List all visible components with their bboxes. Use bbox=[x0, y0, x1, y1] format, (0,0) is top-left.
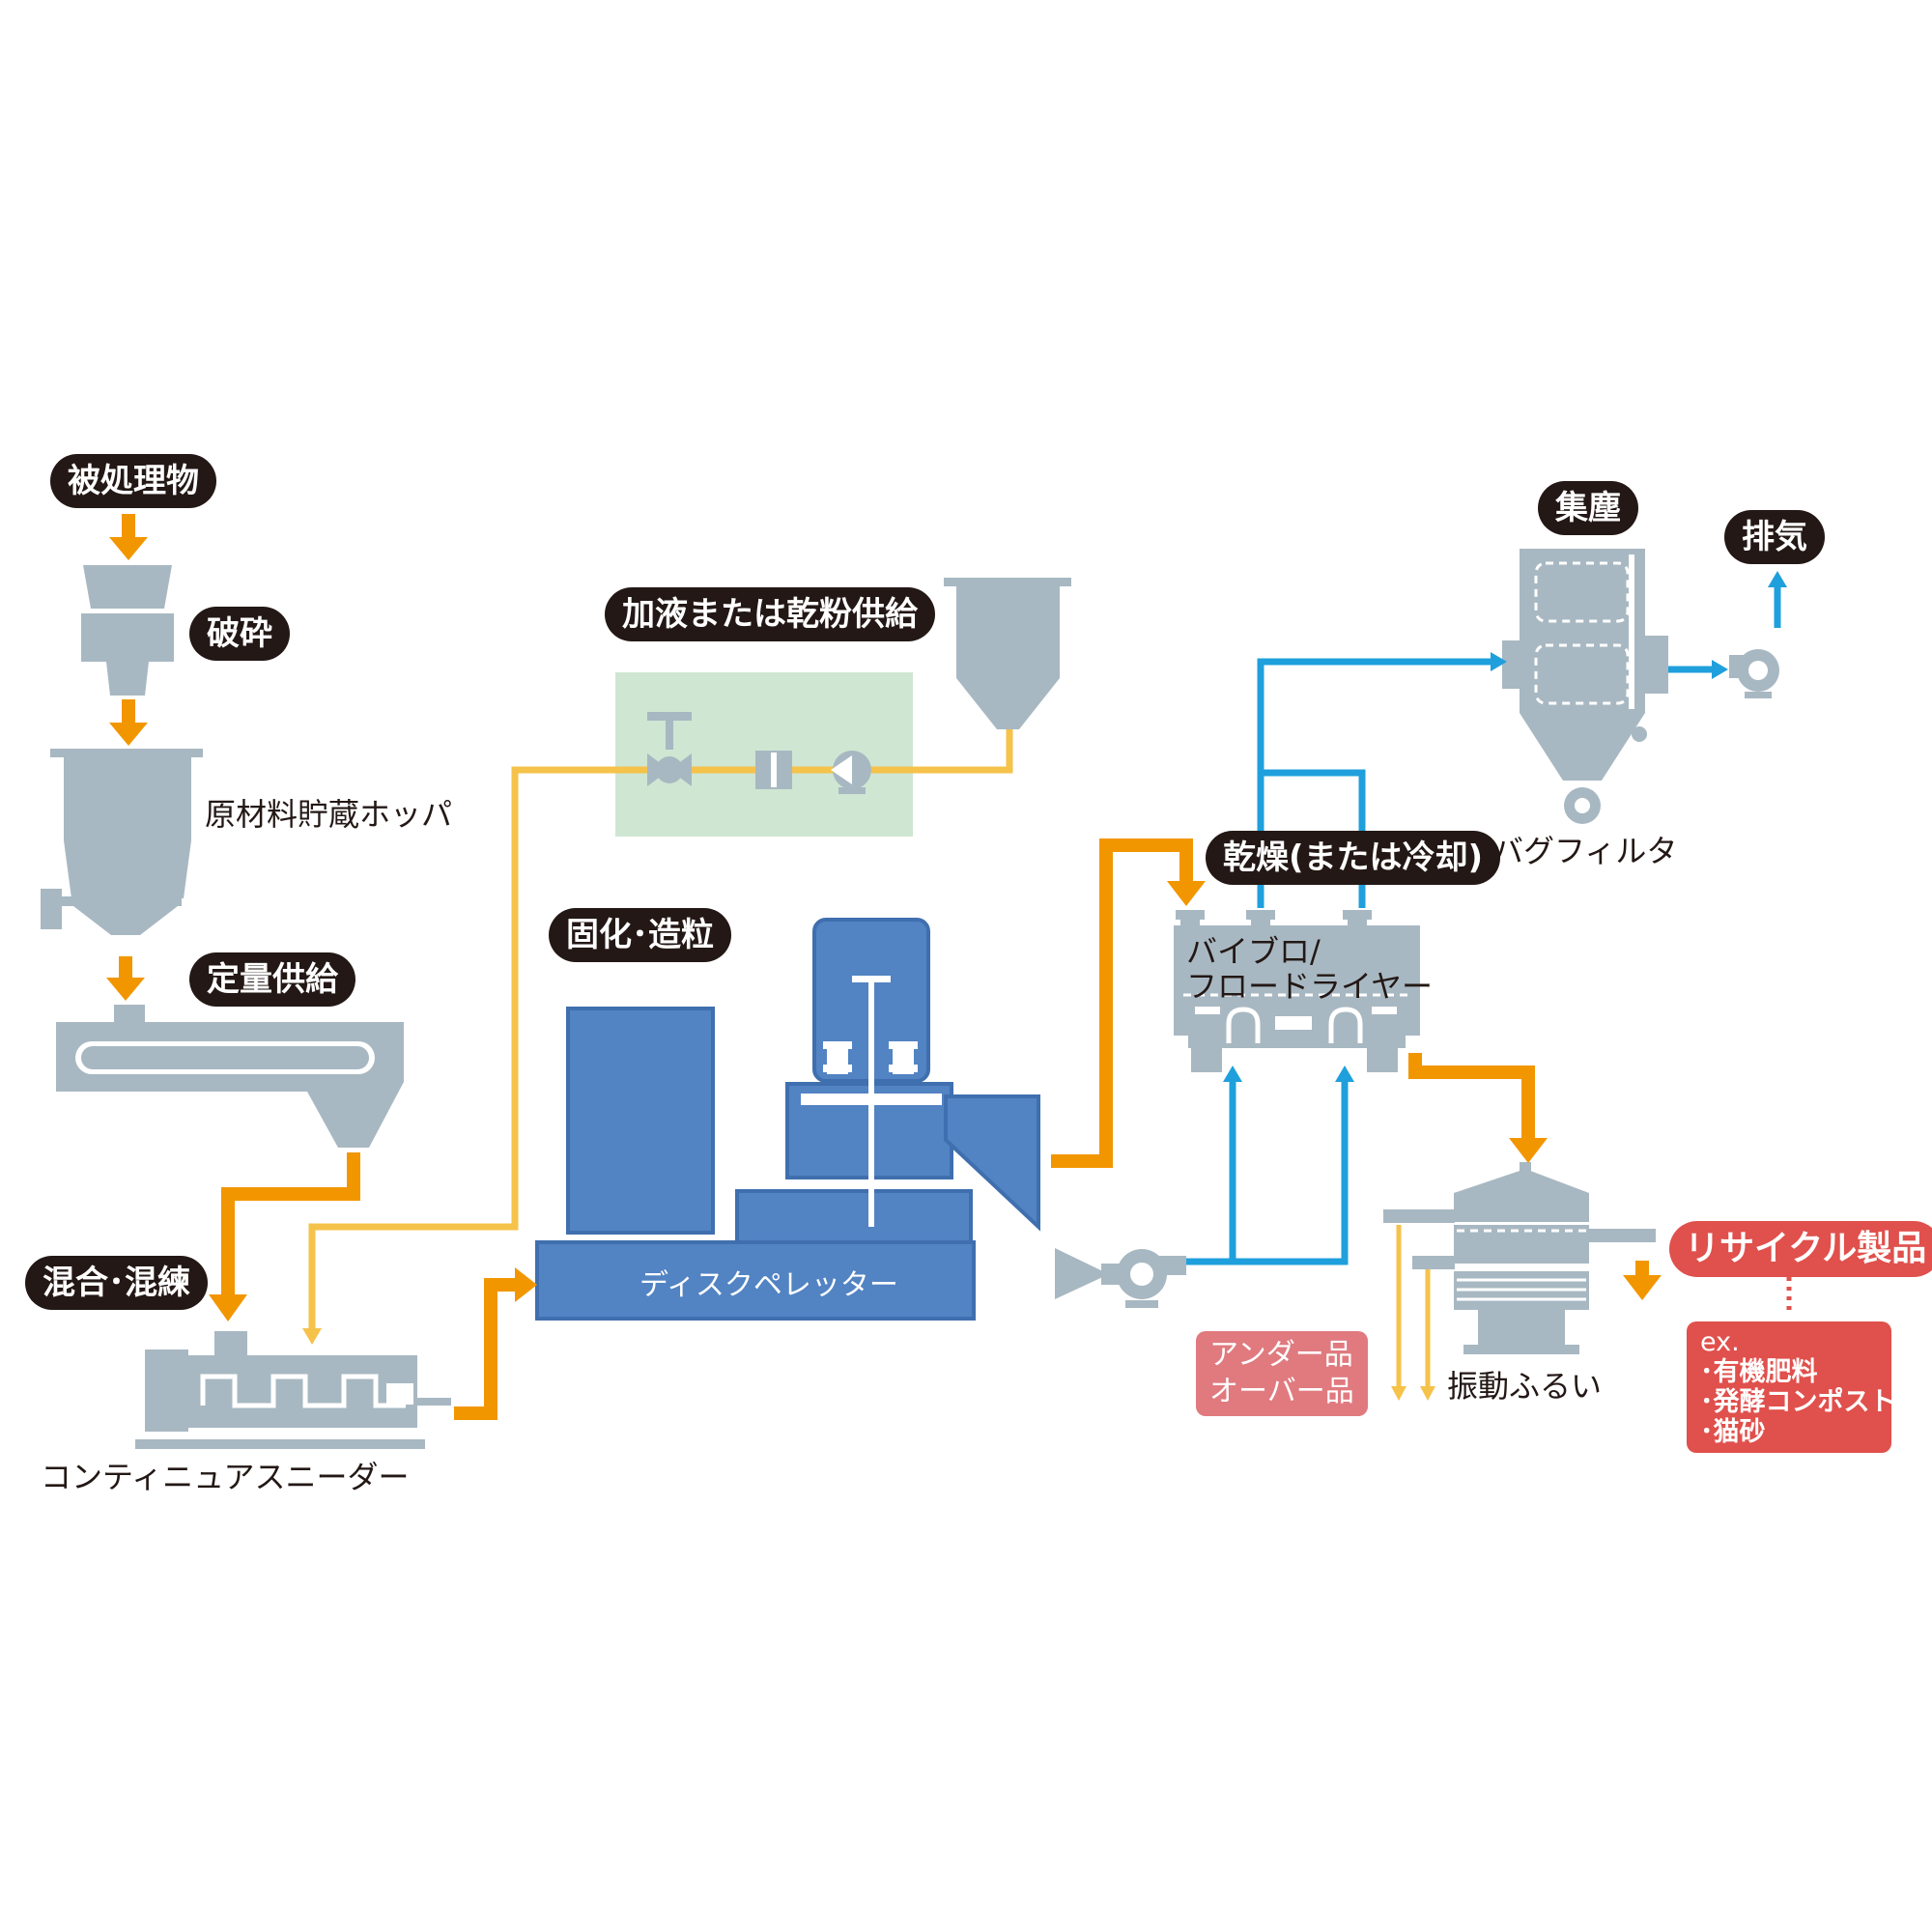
feed-line bbox=[308, 729, 1013, 1328]
flow-dryer-to-sieve bbox=[1408, 1053, 1535, 1138]
liquid-feed-hopper bbox=[944, 578, 1071, 729]
material-label: 被処理物 bbox=[50, 454, 216, 508]
dust-label: 集塵 bbox=[1538, 481, 1638, 535]
ex-item-2: ･発酵コンポスト bbox=[1700, 1387, 1896, 1417]
under-label: アンダー品 bbox=[1209, 1338, 1353, 1372]
hopper-label: 原材料貯蔵ホッパ bbox=[205, 796, 453, 833]
pelletizing-label: 固化･造粒 bbox=[549, 908, 731, 962]
bag-filter bbox=[1502, 549, 1668, 824]
valve-icon bbox=[647, 712, 692, 786]
flow-pelleter-to-dryer bbox=[1051, 838, 1193, 1168]
air-line-blower-to-dryer bbox=[1186, 1082, 1349, 1265]
drying-label: 乾燥(または冷却) bbox=[1206, 831, 1501, 885]
sieve-label: 振動ふるい bbox=[1447, 1368, 1603, 1405]
bag-filter-label: バグフィルタ bbox=[1492, 833, 1678, 869]
under-over-label: アンダー品 オーバー品 bbox=[1196, 1331, 1368, 1416]
pump-icon bbox=[831, 751, 871, 794]
dryer-label-line2: フロードライヤー bbox=[1186, 968, 1434, 1005]
flow-kneader-to-pelleter bbox=[454, 1278, 515, 1420]
recycle-examples-box: ex. ･有機肥料 ･発酵コンポスト ･猫砂 bbox=[1687, 1321, 1896, 1453]
disk-pelleter bbox=[535, 918, 1040, 1321]
disk-pelleter-label: ディスクペレッター bbox=[639, 1268, 898, 1302]
recycle-label: リサイクル製品 bbox=[1669, 1221, 1932, 1277]
feeding-label: 定量供給 bbox=[189, 952, 355, 1007]
blower-icon bbox=[1055, 1248, 1186, 1308]
mixing-label: 混合･混練 bbox=[25, 1256, 208, 1310]
liquid-feed-label: 加液または乾粉供給 bbox=[605, 587, 935, 641]
crushing-label: 破砕 bbox=[189, 607, 290, 661]
raw-material-hopper bbox=[41, 749, 203, 935]
feed-line-arrowhead bbox=[302, 1328, 322, 1345]
ex-item-3: ･猫砂 bbox=[1700, 1417, 1766, 1447]
belt-feeder bbox=[56, 1005, 404, 1148]
kneader-label: コンティニュアスニーダー bbox=[41, 1459, 410, 1495]
flow-meter-icon bbox=[755, 751, 792, 789]
air-line-to-bag-filter bbox=[1257, 658, 1491, 908]
ex-item-1: ･有機肥料 bbox=[1700, 1357, 1818, 1387]
exhaust-label: 排気 bbox=[1724, 510, 1825, 564]
over-label: オーバー品 bbox=[1209, 1375, 1354, 1408]
flow-feeder-to-kneader bbox=[221, 1152, 360, 1294]
vibrating-sieve bbox=[1383, 1162, 1656, 1354]
continuous-kneader bbox=[135, 1331, 451, 1449]
exhaust-fan-icon bbox=[1729, 649, 1779, 698]
dryer-label-line1: バイブロ/ bbox=[1186, 933, 1321, 970]
ex-title: ex. bbox=[1700, 1327, 1740, 1357]
vibro-flow-dryer bbox=[1174, 910, 1420, 1072]
crusher bbox=[81, 565, 174, 696]
